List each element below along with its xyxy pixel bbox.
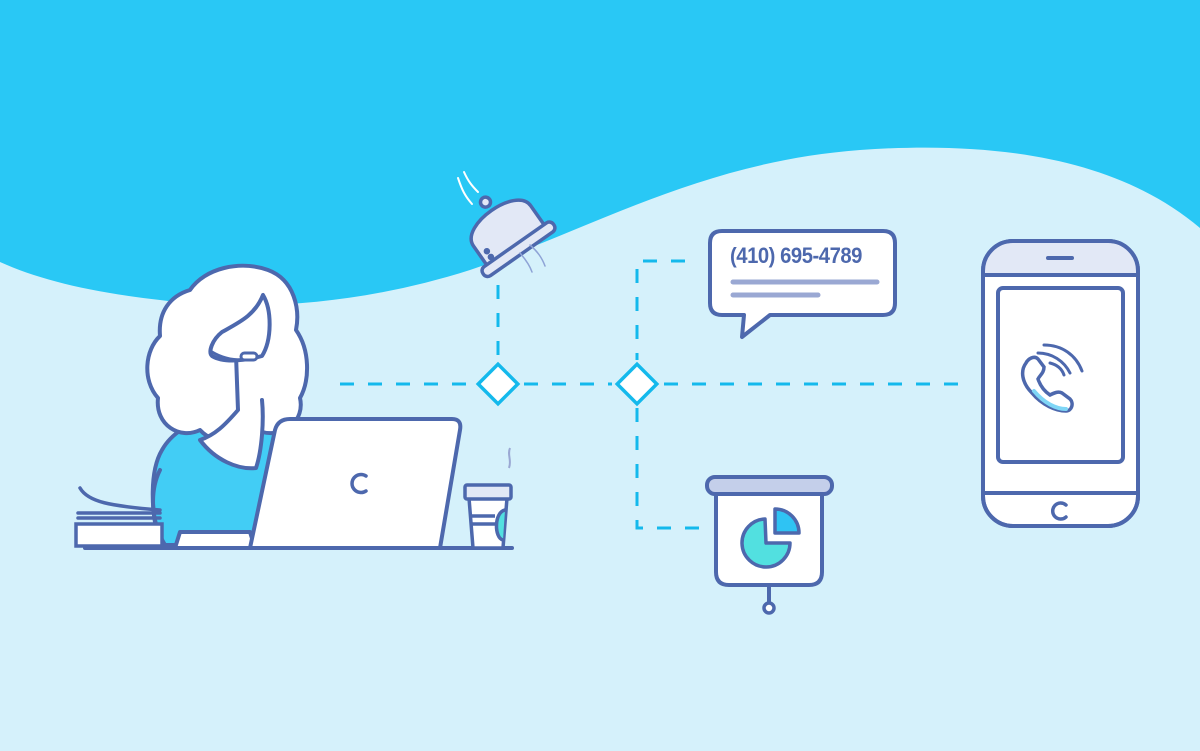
ringing-bell-icon — [457, 171, 557, 279]
connector-node-2 — [614, 361, 660, 407]
speech-bubble — [708, 229, 897, 339]
connector-lines — [340, 259, 965, 530]
connector-node-1 — [475, 361, 521, 407]
coffee-cup-icon — [463, 447, 513, 550]
smartphone-incoming-call-icon — [981, 239, 1140, 528]
sky-wave — [0, 0, 1200, 306]
pie-chart-presentation-board-icon — [705, 475, 834, 615]
phone-number-text: (410) 695-4789 — [730, 243, 862, 268]
